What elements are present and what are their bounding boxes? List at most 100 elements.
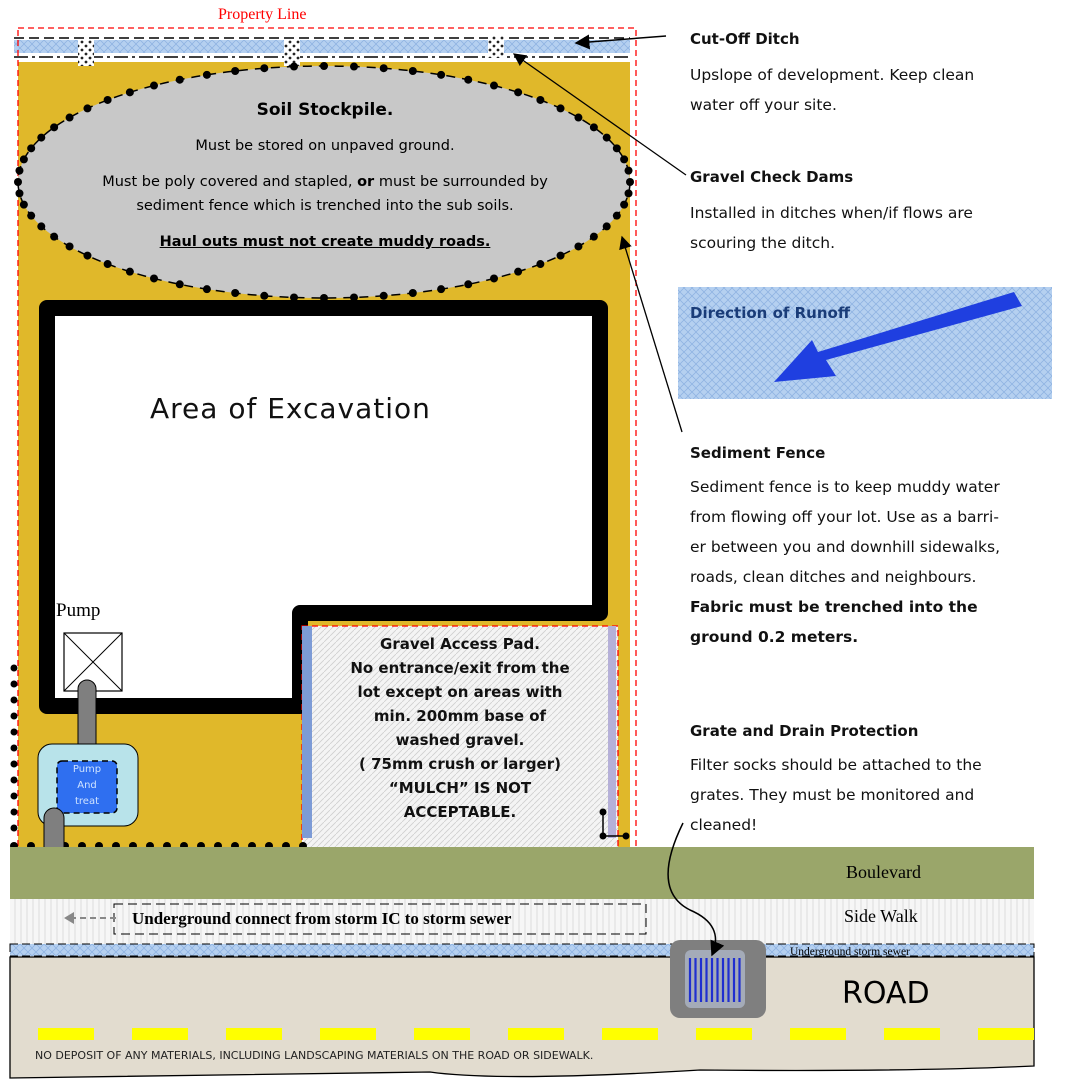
- runoff-label: Direction of Runoff: [690, 304, 850, 322]
- fence-post: [624, 189, 633, 198]
- fence-post: [408, 289, 417, 298]
- fence-post: [574, 242, 583, 251]
- fence-post: [464, 75, 473, 84]
- fence-post: [15, 189, 24, 198]
- fence-post: [379, 291, 388, 300]
- checkdam-arrow: [512, 53, 687, 176]
- grate-title: Grate and Drain Protection: [690, 722, 919, 740]
- fence-post: [589, 123, 598, 132]
- fence-post: [202, 70, 211, 79]
- fence-post: [556, 104, 565, 113]
- fence-post: [10, 744, 18, 752]
- cutoff-title: Cut-Off Ditch: [690, 30, 800, 48]
- road-dash: [226, 1028, 282, 1040]
- fence-post: [349, 293, 358, 302]
- grate-body-line: grates. They must be monitored and: [690, 786, 975, 804]
- stockpile-line1: Must be stored on unpaved ground.: [195, 138, 455, 154]
- fence-body-line: Sediment fence is to keep muddy water: [690, 478, 1000, 496]
- road-dash: [38, 1028, 94, 1040]
- property-line-label: Property Line: [218, 6, 307, 23]
- grate-bars: [688, 958, 741, 1002]
- grate-body-line: cleaned!: [690, 816, 758, 834]
- fence-post: [612, 144, 621, 153]
- road-dash: [978, 1028, 1034, 1040]
- fence-post: [50, 123, 59, 132]
- fence-post: [10, 776, 18, 784]
- fence-arrow: [619, 235, 683, 433]
- fence-post: [19, 200, 28, 209]
- underground-sewer-label: Underground storm sewer: [790, 946, 910, 958]
- fence-title: Sediment Fence: [690, 444, 826, 462]
- sidewalk-label: Side Walk: [844, 906, 918, 926]
- checkdams-body-line: scouring the ditch.: [690, 234, 836, 252]
- fence-post: [290, 293, 299, 302]
- road-label: ROAD: [842, 976, 930, 1011]
- fence-post: [19, 155, 28, 164]
- road-dash: [696, 1028, 752, 1040]
- cutoff-body-line: Upslope of development. Keep clean: [690, 66, 975, 84]
- gravel-pad-line: No entrance/exit from the: [350, 659, 570, 677]
- stockpile-title: Soil Stockpile.: [256, 100, 394, 120]
- excavation-area: [39, 300, 608, 714]
- gravel-access-pad: [301, 625, 619, 853]
- fence-post: [15, 166, 24, 175]
- fence-post: [514, 88, 523, 97]
- fence-body-line: from flowing off your lot. Use as a barr…: [690, 508, 999, 526]
- boulevard: [10, 847, 1034, 899]
- fence-post: [27, 144, 36, 153]
- fence-post: [231, 289, 240, 298]
- stockpile-line2: Must be poly covered and stapled, or mus…: [30, 174, 620, 190]
- boulevard-label: Boulevard: [846, 862, 921, 882]
- pump-label: Pump: [56, 600, 101, 621]
- fence-post: [14, 178, 22, 186]
- fence-post: [125, 88, 134, 97]
- pump-treat-line: treat: [74, 796, 99, 807]
- fence-post: [10, 712, 18, 720]
- gravel-pad-line: ACCEPTABLE.: [403, 803, 517, 821]
- fence-post: [231, 66, 240, 75]
- fence-post: [556, 251, 565, 260]
- stockpile-line2b: must be surrounded by: [374, 174, 548, 190]
- fence-post: [379, 64, 388, 73]
- fence-post: [175, 280, 184, 289]
- stockpile-line2a: Must be poly covered and stapled,: [102, 174, 358, 190]
- road-dash: [132, 1028, 188, 1040]
- fence-post: [437, 285, 446, 294]
- gravel-pad-text: Gravel Access Pad.No entrance/exit from …: [312, 632, 608, 824]
- fence-body: Sediment fence is to keep muddy water fro…: [690, 472, 1062, 652]
- fence-bold-line: ground 0.2 meters.: [690, 628, 859, 646]
- fence-post: [490, 81, 499, 90]
- fence-post: [10, 760, 18, 768]
- fence-post: [27, 211, 36, 220]
- fence-post: [50, 232, 59, 241]
- underground-connect-label: Underground connect from storm IC to sto…: [132, 909, 512, 928]
- sidewalk: [10, 899, 1034, 946]
- cutoff-arrow: [574, 34, 667, 50]
- fence-post: [37, 222, 46, 231]
- fence-post: [602, 222, 611, 231]
- road-dash: [884, 1028, 940, 1040]
- stockpile-line3: sediment fence which is trenched into th…: [136, 198, 514, 214]
- runoff-arrow-icon: [774, 292, 1022, 382]
- fence-post: [175, 75, 184, 84]
- fence-post: [149, 81, 158, 90]
- fence-post: [10, 728, 18, 736]
- fence-post: [37, 133, 46, 142]
- gravel-pad-line: min. 200mm base of: [373, 707, 547, 725]
- fence-post: [260, 64, 269, 73]
- fence-post: [10, 680, 18, 688]
- fence-bold-line: Fabric must be trenched into the: [690, 598, 978, 616]
- fence-post: [10, 808, 18, 816]
- fence-post: [125, 267, 134, 276]
- underground-storm-sewer: [9, 943, 1035, 957]
- pump-treat-line: Pump: [72, 764, 102, 775]
- fence-post: [83, 104, 92, 113]
- gravel-pad-line: washed gravel.: [395, 731, 525, 749]
- cutoff-ditch: [14, 40, 630, 53]
- road: [9, 956, 1035, 1079]
- fence-post: [536, 260, 545, 269]
